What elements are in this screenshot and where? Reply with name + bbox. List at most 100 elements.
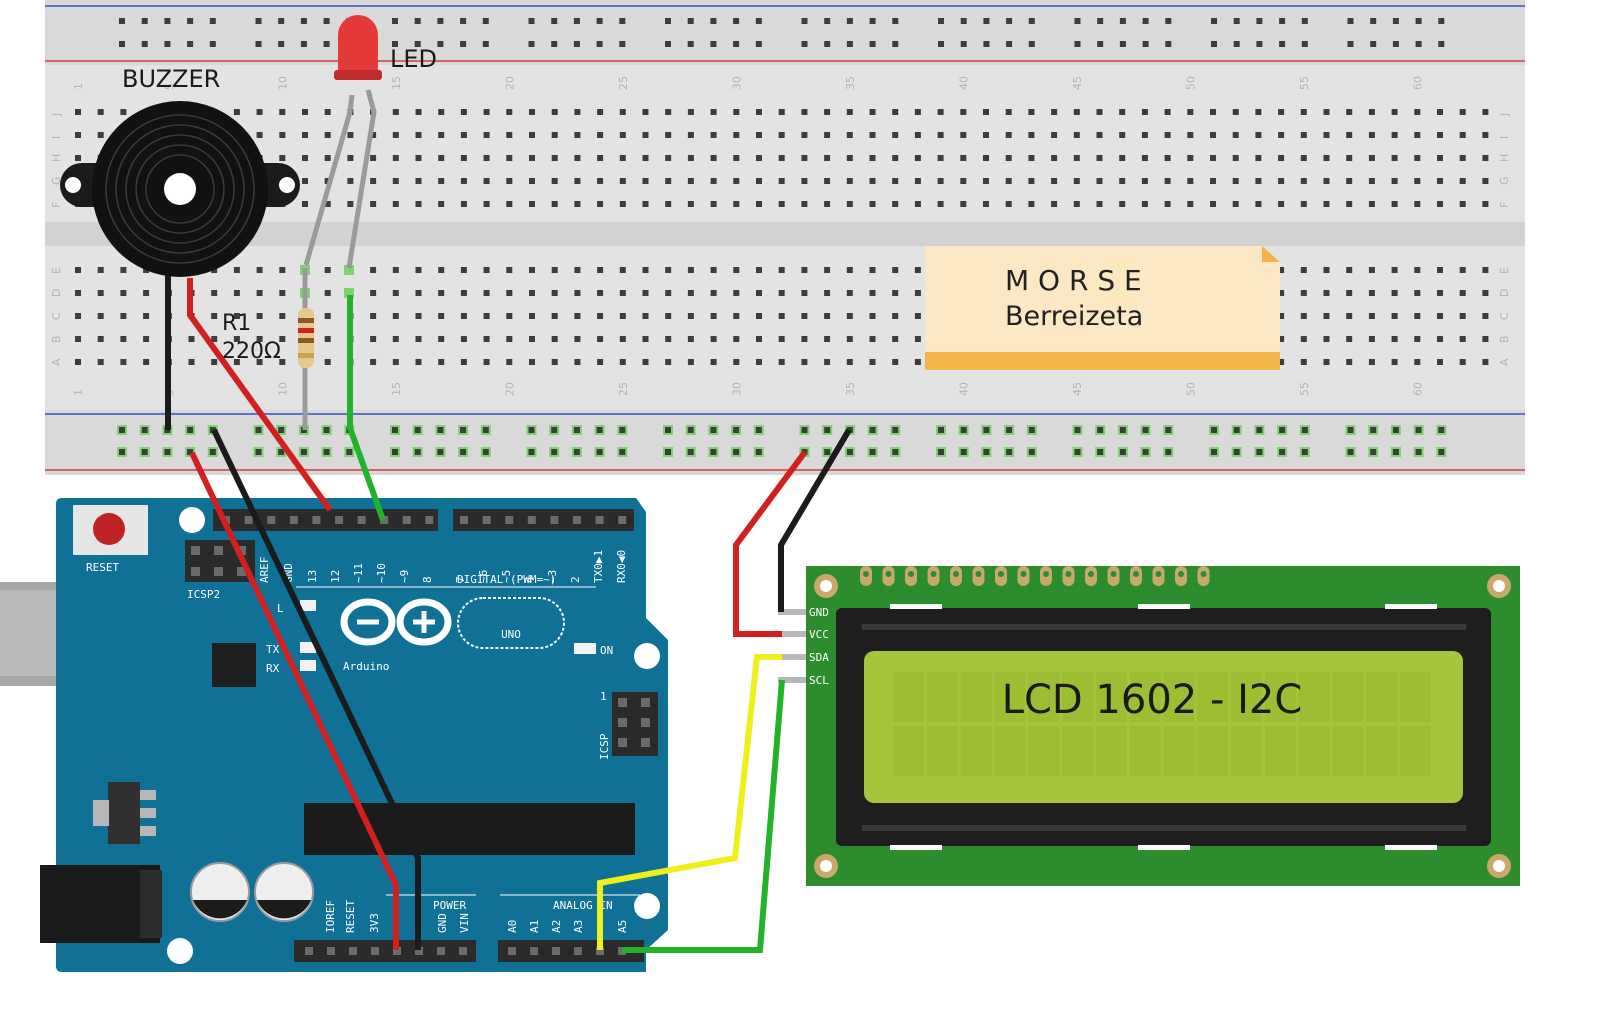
row-letter: I xyxy=(50,136,63,139)
rail-hole xyxy=(482,449,489,455)
breadboard-hole xyxy=(415,155,422,161)
breadboard-hole xyxy=(1391,109,1398,115)
rail-hole xyxy=(1074,449,1081,455)
breadboard-hole xyxy=(1210,132,1216,138)
rail-hole xyxy=(255,41,262,47)
rail-hole xyxy=(755,427,762,433)
breadboard-hole xyxy=(960,201,967,207)
rail-hole xyxy=(710,427,717,433)
breadboard-hole xyxy=(733,132,740,138)
breadboard-hole xyxy=(1073,132,1080,138)
rail-hole xyxy=(733,18,740,24)
lcd-header-pin-hole xyxy=(1088,571,1094,577)
rail-hole xyxy=(1233,41,1240,47)
power-label: POWER xyxy=(433,899,466,912)
breadboard-hole xyxy=(256,109,263,115)
breadboard-hole xyxy=(619,201,626,207)
breadboard-hole xyxy=(1391,313,1398,319)
breadboard-hole xyxy=(914,178,921,184)
header-pin xyxy=(425,516,434,524)
breadboard-hole xyxy=(1255,201,1262,207)
regulator-tab xyxy=(93,800,109,826)
rail-hole xyxy=(1347,427,1354,433)
rail-hole xyxy=(1097,427,1104,433)
breadboard-hole xyxy=(415,132,422,138)
header-pin xyxy=(552,947,560,955)
digital-pin-label: ~10 xyxy=(375,563,388,583)
breadboard-hole xyxy=(1437,155,1443,161)
rail-hole xyxy=(665,427,671,433)
column-number: 55 xyxy=(1298,76,1311,90)
breadboard-hole xyxy=(1346,267,1353,273)
digital-pin-label: 13 xyxy=(306,570,319,583)
rail-hole xyxy=(846,41,853,47)
breadboard-hole xyxy=(1414,178,1421,184)
breadboard-hole xyxy=(756,132,762,138)
resistor-band xyxy=(298,318,314,323)
breadboard-hole xyxy=(1187,109,1194,115)
rail-hole xyxy=(1279,449,1286,455)
row-letter: B xyxy=(1498,335,1511,343)
breadboard-hole xyxy=(687,109,694,115)
note-paper xyxy=(925,246,1280,370)
digital-pin-label: 8 xyxy=(421,576,434,583)
breadboard-hole xyxy=(529,109,535,115)
header-pin xyxy=(550,516,559,524)
breadboard-hole xyxy=(619,313,626,319)
breadboard-hole xyxy=(506,201,513,207)
rail-hole xyxy=(1370,18,1377,24)
rail-hole xyxy=(119,18,125,24)
led-base xyxy=(334,70,382,80)
breadboard-hole xyxy=(597,359,604,365)
reset-label: RESET xyxy=(86,561,119,574)
rail-hole xyxy=(824,427,831,433)
rail-hole xyxy=(255,449,262,455)
rail-hole xyxy=(300,18,307,24)
lcd-header-pin-hole xyxy=(1110,571,1117,577)
breadboard-hole xyxy=(574,155,581,161)
rail-hole xyxy=(1392,449,1399,455)
breadboard-hole xyxy=(733,109,740,115)
breadboard-hole xyxy=(574,267,581,273)
lcd-char-cell xyxy=(1332,726,1364,776)
breadboard-hole xyxy=(914,336,921,342)
rail-hole xyxy=(938,18,944,24)
breadboard-hole xyxy=(143,290,150,296)
breadboard-hole xyxy=(914,290,921,296)
lcd-wire-scl-green xyxy=(622,679,785,953)
breadboard-hole xyxy=(1391,359,1398,365)
reset-button[interactable] xyxy=(93,513,125,545)
breadboard-hole xyxy=(483,267,490,273)
column-number: 15 xyxy=(390,382,403,396)
breadboard-hole xyxy=(1482,109,1489,115)
breadboard-hole xyxy=(97,290,104,296)
rail-hole xyxy=(1370,41,1377,47)
breadboard-hole xyxy=(869,313,876,319)
header-pin xyxy=(357,516,366,524)
bezel-clip xyxy=(1385,845,1437,850)
lcd-char-cell xyxy=(1062,672,1093,722)
breadboard-hole xyxy=(460,109,467,115)
lcd-char-cell xyxy=(1366,726,1398,776)
breadboard-hole xyxy=(1051,109,1058,115)
digital-header xyxy=(213,509,634,531)
lcd-wire-gnd-black xyxy=(778,428,852,612)
rail-hole xyxy=(869,18,876,24)
rail-hole xyxy=(1097,18,1104,24)
breadboard-hole xyxy=(1300,109,1307,115)
led-leg-anode xyxy=(346,89,377,269)
breadboard-hole xyxy=(1414,336,1421,342)
rail-hole xyxy=(983,18,990,24)
breadboard-hole xyxy=(801,201,808,207)
lcd-char-cell xyxy=(960,726,992,776)
rail-hole xyxy=(528,427,535,433)
breadboard-hole xyxy=(1119,132,1126,138)
lcd-character-grid xyxy=(893,672,1431,776)
breadboard-hole xyxy=(1437,201,1443,207)
breadboard-hole xyxy=(1278,109,1285,115)
breadboard-hole xyxy=(460,290,467,296)
breadboard-hole xyxy=(733,336,740,342)
breadboard-hole xyxy=(415,313,422,319)
digital-pin-label: AREF xyxy=(258,557,271,584)
digital-pin-label: RX0◀0 xyxy=(615,550,628,583)
